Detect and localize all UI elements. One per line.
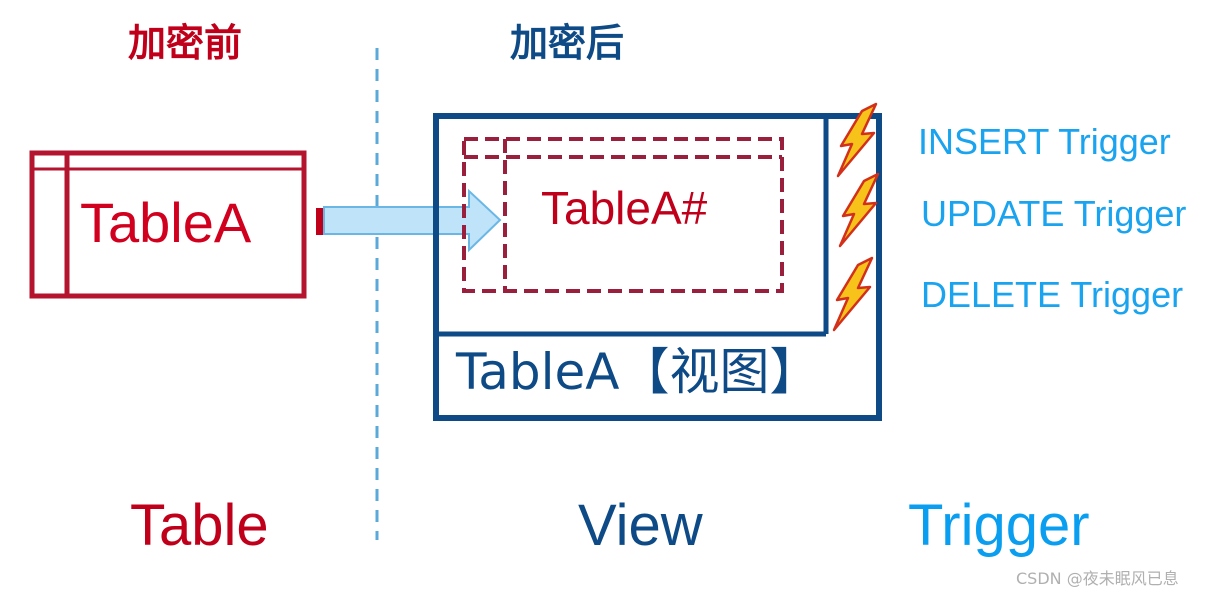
insert-trigger-label: INSERT Trigger <box>918 121 1171 162</box>
update-trigger-label: UPDATE Trigger <box>921 193 1187 234</box>
table-a-box <box>29 150 307 299</box>
right-arrow-icon <box>316 188 502 253</box>
table-caption: Table <box>130 493 269 558</box>
view-name-label: TableA【视图】 <box>456 343 820 401</box>
watermark: CSDN @夜未眠风已息 <box>1016 569 1179 588</box>
lightning-bolt-icon <box>836 102 878 178</box>
lightning-bolt-icon <box>838 172 880 248</box>
view-box <box>433 113 882 421</box>
table-a-hash-label: TableA# <box>541 182 708 234</box>
table-a-hash-box <box>462 137 784 293</box>
table-a-label: TableA <box>80 191 252 254</box>
heading-before-encryption: 加密前 <box>128 21 243 65</box>
heading-after-encryption: 加密后 <box>510 21 625 65</box>
trigger-caption: Trigger <box>908 493 1090 558</box>
delete-trigger-label: DELETE Trigger <box>921 274 1184 315</box>
lightning-bolt-icon <box>832 256 874 332</box>
view-caption: View <box>578 493 703 558</box>
